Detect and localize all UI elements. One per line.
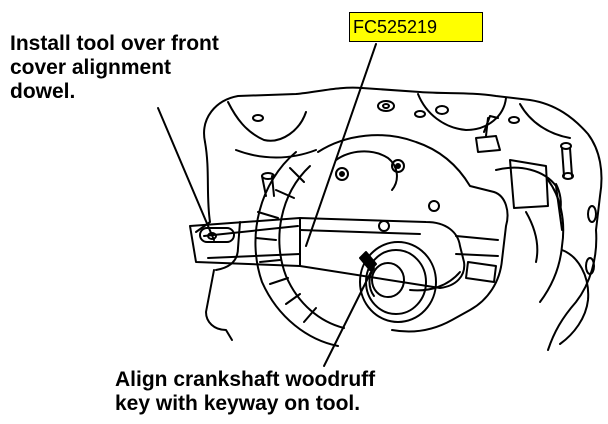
front-cover [317, 134, 509, 333]
install-callout-line-1: Install tool over front [10, 32, 219, 55]
align-key-callout: Align crankshaft woodruff key with keywa… [115, 368, 535, 416]
leader-line-install [157, 107, 215, 241]
part-number-tag: FC525219 [349, 12, 483, 42]
install-callout-line-2: cover alignment [10, 56, 172, 79]
fasteners [252, 100, 597, 275]
engine-block-outline [195, 86, 603, 351]
alignment-tool [189, 217, 466, 289]
install-tool-callout: Install tool over front cover alignment … [10, 32, 310, 104]
leader-line-align [323, 265, 375, 367]
leader-line-part-number [305, 43, 377, 247]
align-callout-line-1: Align crankshaft woodruff [115, 368, 376, 391]
install-callout-line-3: dowel. [10, 80, 76, 103]
sprocket-wheel [254, 151, 345, 347]
align-callout-line-2: key with keyway on tool. [115, 392, 361, 415]
